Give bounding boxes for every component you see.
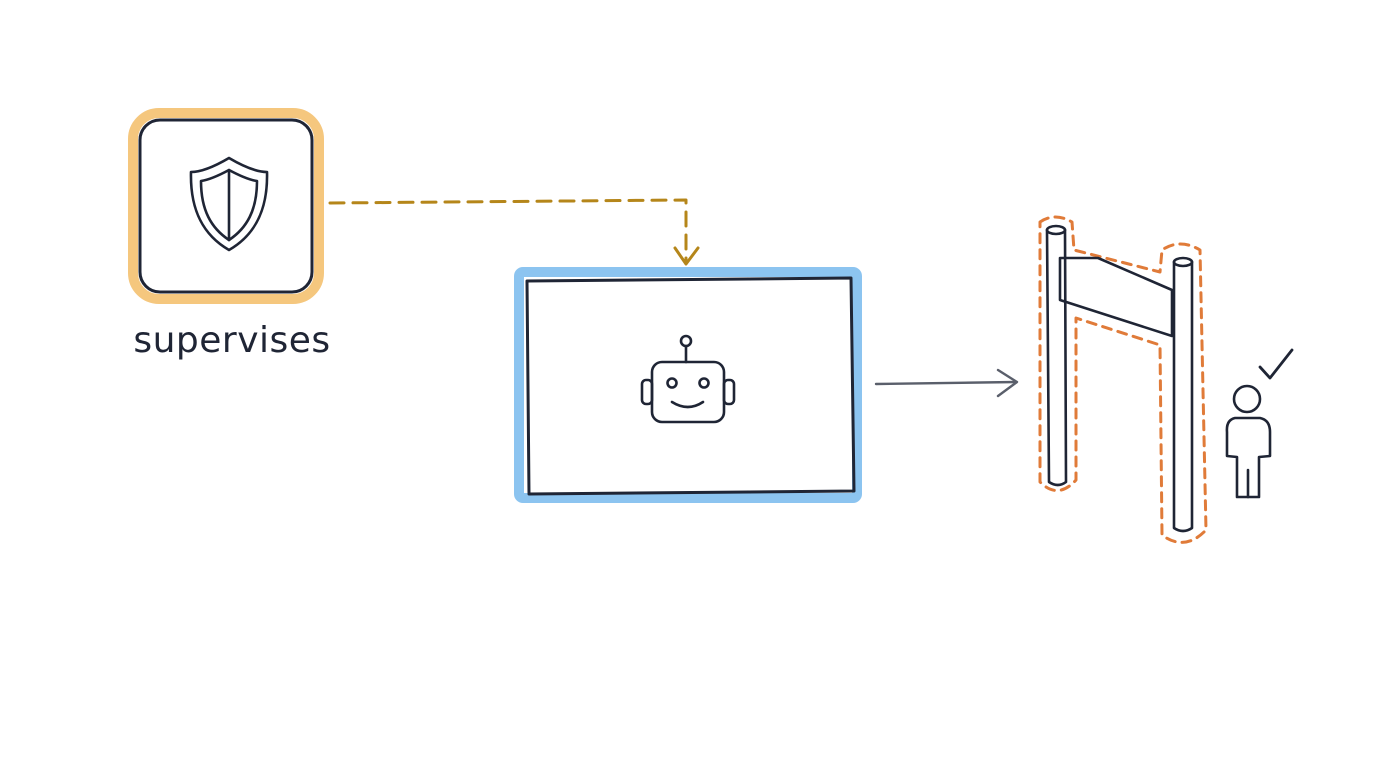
gate-structure xyxy=(1045,224,1194,533)
agent-node xyxy=(514,267,862,503)
agent-highlight xyxy=(514,267,862,503)
checkmark-icon xyxy=(1258,348,1294,380)
gate-icon xyxy=(1038,215,1208,544)
agent-box xyxy=(525,276,856,496)
supervises-label: supervises xyxy=(133,320,330,361)
flow-arrow xyxy=(874,368,1019,398)
gate-boundary xyxy=(1038,215,1208,544)
supervisor-node xyxy=(128,108,324,304)
supervisor-highlight xyxy=(128,108,324,304)
person-icon xyxy=(1225,384,1272,499)
flow-arrowhead xyxy=(996,368,1019,398)
supervision-arrowhead xyxy=(673,246,700,266)
supervisor-box xyxy=(138,118,314,294)
shield-icon xyxy=(189,156,269,252)
robot-icon xyxy=(640,334,736,424)
supervision-arrow xyxy=(328,198,700,266)
